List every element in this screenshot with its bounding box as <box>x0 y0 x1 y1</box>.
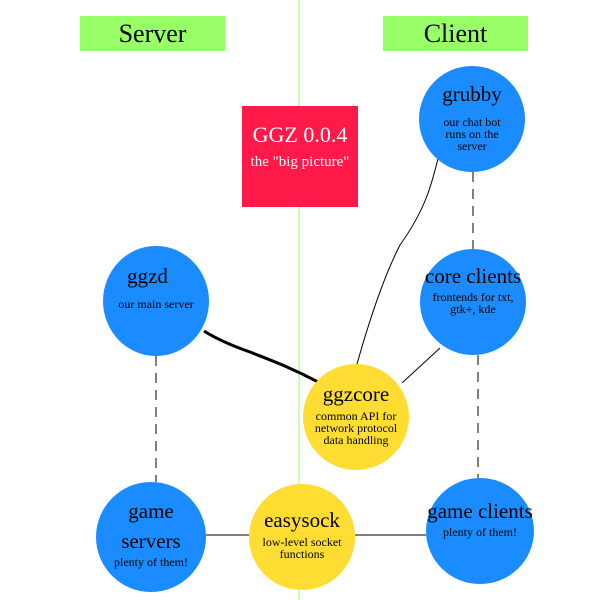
node-core-clients-desc: frontends for txt, gtk+, kde <box>432 290 514 316</box>
node-ggzcore-name: ggzcore <box>322 382 390 406</box>
ggzd-ggzcore-connection <box>203 329 319 384</box>
node-game-clients-name: game clients <box>427 499 533 523</box>
title-box: GGZ 0.0.4 the "big picture" <box>242 106 358 207</box>
client-label: Client <box>383 16 528 51</box>
server-label: Server <box>80 16 225 51</box>
node-grubby-name: grubby <box>442 82 502 106</box>
title-version: GGZ 0.0.4 <box>252 122 348 147</box>
node-core-clients-name: core clients <box>424 264 522 288</box>
node-easysock-name: easysock <box>264 508 340 532</box>
node-game-servers-name: game servers <box>121 499 181 553</box>
node-ggzcore: ggzcore common API for network protocol … <box>303 364 409 470</box>
node-grubby-desc: our chat bot runs on the server <box>443 115 501 153</box>
node-grubby: grubby our chat bot runs on the server <box>419 66 525 172</box>
node-easysock: easysock low-level socket functions <box>249 484 355 590</box>
node-game-servers-desc: plenty of them! <box>114 555 188 569</box>
node-easysock-desc: low-level socket functions <box>262 535 342 561</box>
node-ggzd-name: ggzd <box>127 264 168 288</box>
title-subtitle: the "big picture" <box>250 154 350 170</box>
node-game-clients: game clients plenty of them! <box>426 478 534 584</box>
node-ggzd: ggzd our main server <box>103 246 209 356</box>
ggzcore-core-clients-connection <box>401 347 441 384</box>
node-ggzcore-desc: common API for network protocol data han… <box>314 409 398 447</box>
node-game-clients-desc: plenty of them! <box>443 525 517 539</box>
ggzcore-grubby-connection <box>356 149 441 365</box>
node-game-servers: game servers plenty of them! <box>96 482 206 592</box>
node-ggzd-desc: our main server <box>118 297 194 311</box>
node-core-clients: core clients frontends for txt, gtk+, kd… <box>420 249 526 355</box>
